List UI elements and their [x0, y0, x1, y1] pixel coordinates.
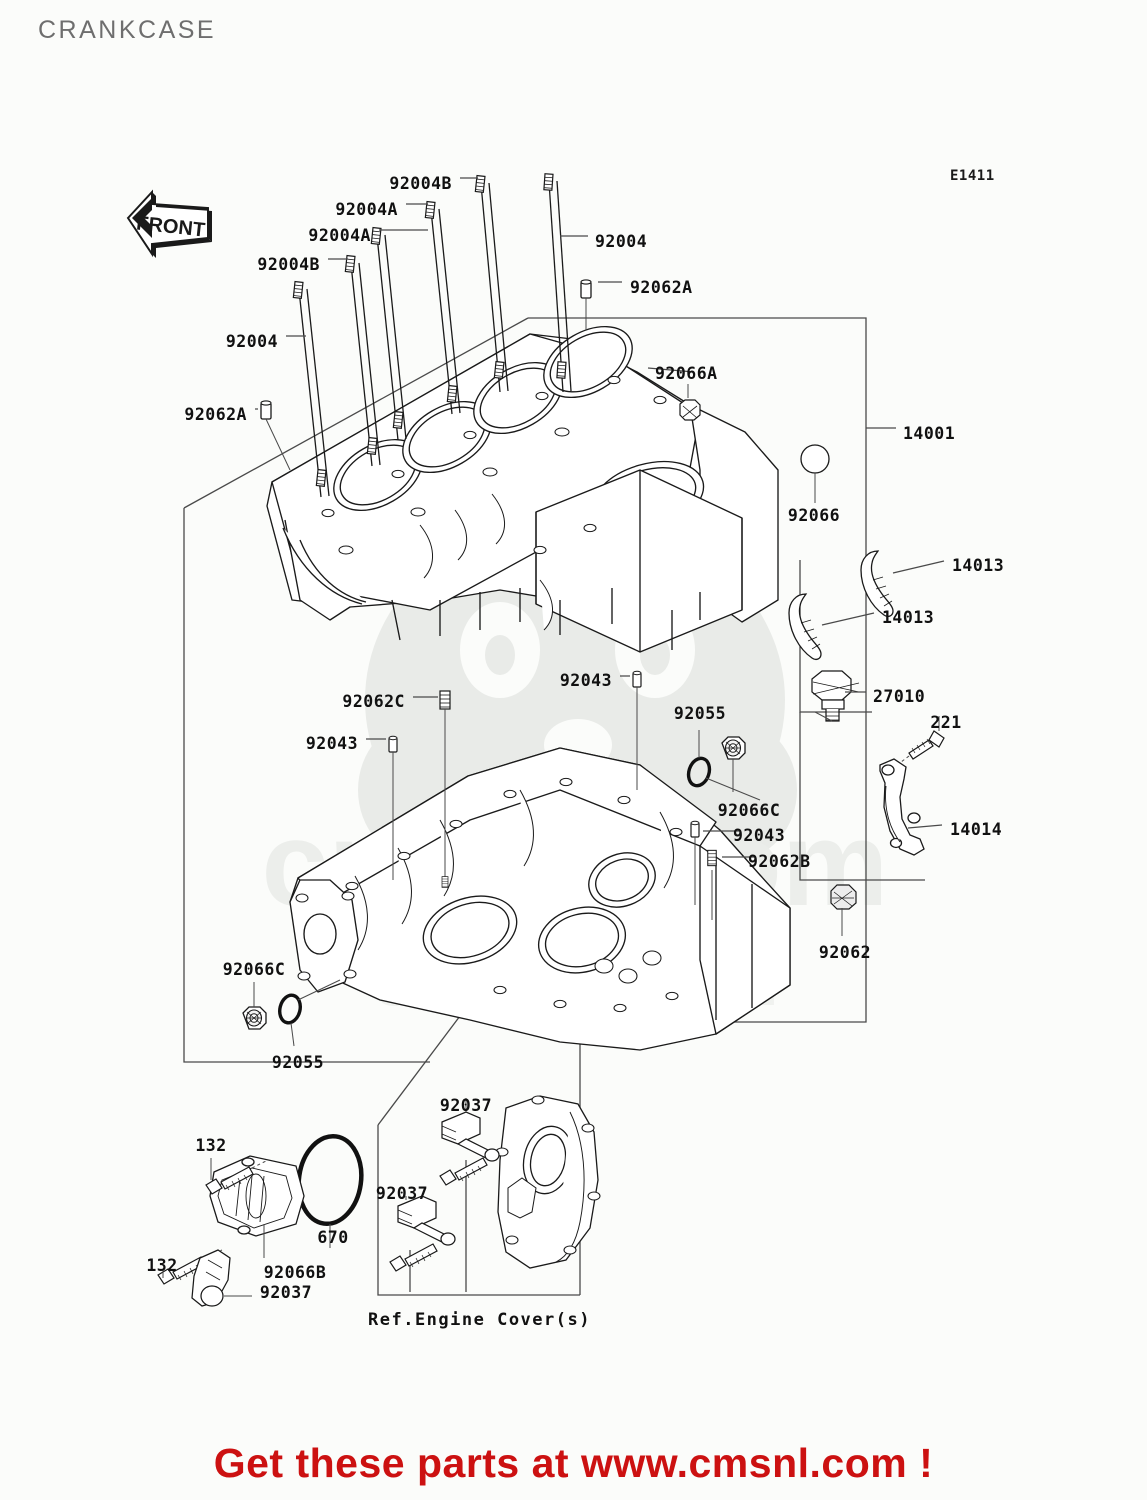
diagram-canvas: cmsnl.com cmsnl.com: [157, 173, 945, 1307]
callout-92066b: 92066B: [263, 1263, 327, 1282]
stopper-plate-14014: [879, 758, 925, 856]
callout-92055-1: 92055: [673, 704, 727, 723]
lower-crankcase-half: [289, 747, 791, 1051]
ref-engine-cover-note: Ref.Engine Cover(s): [368, 1310, 591, 1330]
plug-92066C-right: [721, 736, 746, 792]
oil-pressure-switch-27010: [811, 670, 860, 722]
bolt-92037-lower: [389, 1243, 438, 1272]
callout-92004a-2: 92004A: [308, 226, 371, 245]
callout-92062a-2: 92062A: [184, 405, 247, 424]
callout-92037-1: 92037: [439, 1096, 493, 1115]
clamp-92037-bottomleft: [191, 1249, 252, 1307]
callout-92004-2: 92004: [225, 332, 278, 351]
callout-92062c: 92062C: [342, 692, 405, 711]
callout-14001: 14001: [903, 424, 956, 443]
upper-crankcase-half: [266, 325, 779, 653]
clamp-92037-lower: [397, 1195, 456, 1246]
callout-92066: 92066: [787, 506, 841, 525]
screw-221: [887, 716, 945, 773]
pin-92043-right: [690, 820, 700, 905]
assembly-bracket-14001: [183, 317, 867, 1063]
callout-92043-3: 92043: [733, 826, 786, 845]
dowel-92062A-top: [580, 279, 592, 330]
cover-plate-92066B: [209, 1155, 305, 1258]
plug-92062C: [439, 690, 451, 888]
callout-92043-1: 92043: [559, 671, 612, 690]
callout-92055-2: 92055: [271, 1053, 325, 1072]
half-ring-14013-upper: [860, 550, 894, 618]
callout-670: 670: [317, 1228, 349, 1247]
callout-92004-1: 92004: [595, 232, 648, 251]
engine-cover: [495, 1095, 601, 1269]
bolt-92037-upper: [439, 1157, 488, 1186]
callout-221: 221: [930, 713, 962, 732]
callout-92066c-2: 92066C: [222, 960, 286, 979]
clamp-92037-upper: [441, 1098, 500, 1162]
callout-92037-3: 92037: [259, 1283, 313, 1302]
callout-14013-1: 14013: [952, 556, 1005, 575]
callout-14014: 14014: [950, 820, 1003, 839]
pin-92043-upper: [632, 670, 642, 790]
callout-92037-2: 92037: [375, 1184, 429, 1203]
plug-92066A: [679, 384, 701, 421]
half-ring-14013-lower: [788, 593, 822, 661]
pin-92043-left: [388, 735, 398, 880]
stud-bolt-group: [292, 173, 572, 498]
oring-92055-left: [278, 979, 341, 1047]
front-arrow-icon: FRONT: [122, 188, 218, 280]
leader-lines: [255, 177, 945, 858]
callout-132-1: 132: [195, 1136, 227, 1155]
callout-92062: 92062: [818, 943, 872, 962]
callout-27010: 27010: [873, 687, 926, 706]
callout-92004b-1: 92004B: [389, 174, 452, 193]
figure-code: E1411: [950, 168, 995, 184]
plug-92066-ball: [800, 444, 830, 503]
callout-92043-2: 92043: [305, 734, 358, 753]
callout-92004b-2: 92004B: [257, 255, 320, 274]
oring-670: [296, 1133, 364, 1248]
callout-92004a-1: 92004A: [335, 200, 398, 219]
callout-92062b: 92062B: [748, 852, 811, 871]
callout-92066a: 92066A: [655, 364, 718, 383]
callout-92066c-1: 92066C: [717, 801, 781, 820]
bolt-132-upper: [205, 1158, 269, 1195]
footer-cta: Get these parts at www.cmsnl.com !: [213, 1440, 934, 1486]
callout-14013-2: 14013: [882, 608, 935, 627]
plug-92062-right: [830, 884, 857, 936]
dowel-92062A-left: [260, 400, 291, 471]
plug-92062B: [707, 849, 717, 920]
page-title: CRANKCASE: [38, 16, 217, 44]
callout-92062a-1: 92062A: [630, 278, 693, 297]
plug-92066C-left: [242, 982, 267, 1030]
callout-132-2: 132: [146, 1256, 178, 1275]
